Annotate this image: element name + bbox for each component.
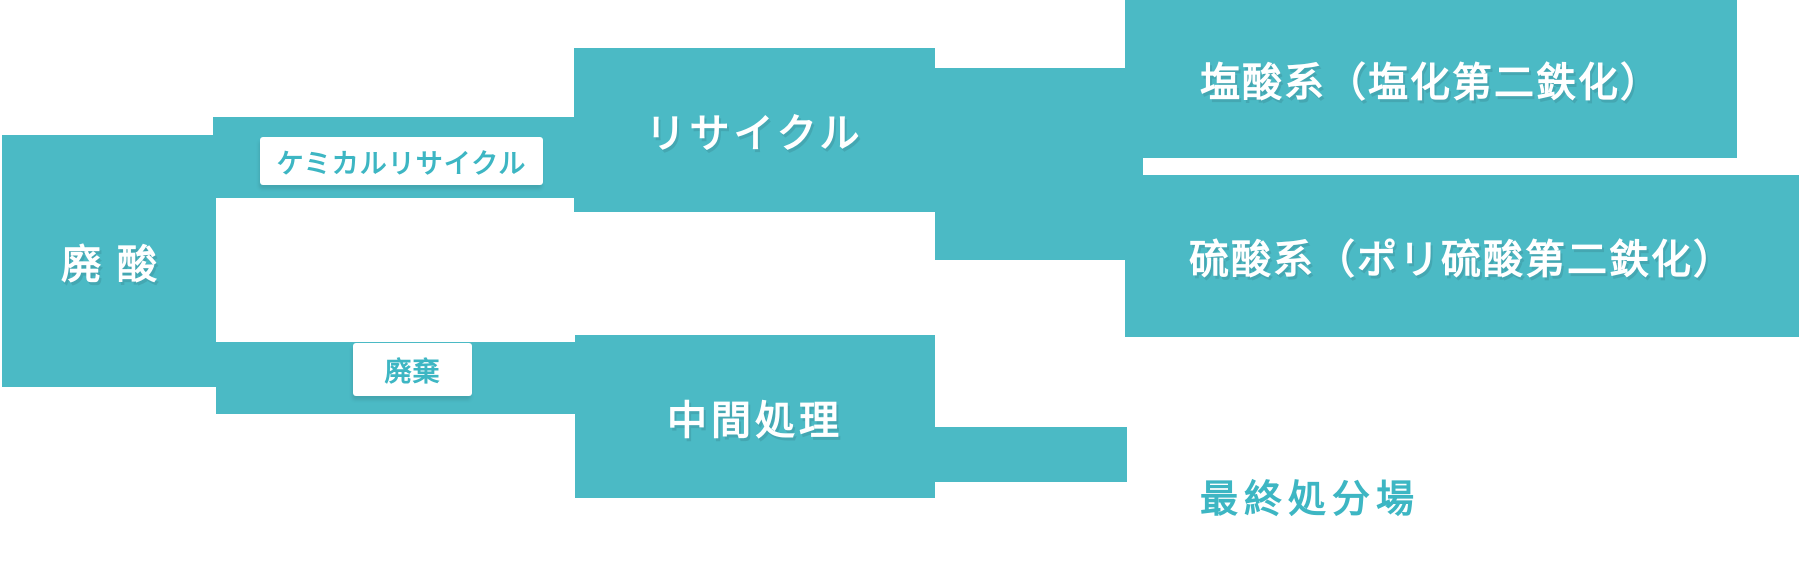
node-intermediate-treatment: 中間処理 xyxy=(575,335,935,498)
connector-to-final-disposal-band xyxy=(935,427,1127,482)
edge-tag-chemical-recycle: ケミカルリサイクル xyxy=(260,137,543,185)
node-sulfuric-product-label: 硫酸系（ポリ硫酸第二鉄化） xyxy=(1189,238,1735,282)
node-recycle: リサイクル xyxy=(574,48,935,212)
edge-tag-disposal-label: 廃棄 xyxy=(384,357,441,387)
node-sulfuric-product: 硫酸系（ポリ硫酸第二鉄化） xyxy=(1125,175,1799,337)
node-recycle-label: リサイクル xyxy=(645,112,864,156)
node-hydrochloric-product-label: 塩酸系（塩化第二鉄化） xyxy=(1200,61,1662,105)
node-final-disposal-site-label: 最終処分場 xyxy=(1200,479,1421,521)
node-waste-acid-label: 廃酸 xyxy=(61,243,173,287)
edge-tag-disposal: 廃棄 xyxy=(353,343,472,396)
edge-tag-chemical-recycle-label: ケミカルリサイクル xyxy=(276,148,527,179)
connector-recycle-to-products-band xyxy=(935,68,1143,260)
node-waste-acid: 廃酸 xyxy=(2,135,216,387)
node-hydrochloric-product: 塩酸系（塩化第二鉄化） xyxy=(1125,0,1737,158)
node-intermediate-treatment-label: 中間処理 xyxy=(667,398,843,443)
